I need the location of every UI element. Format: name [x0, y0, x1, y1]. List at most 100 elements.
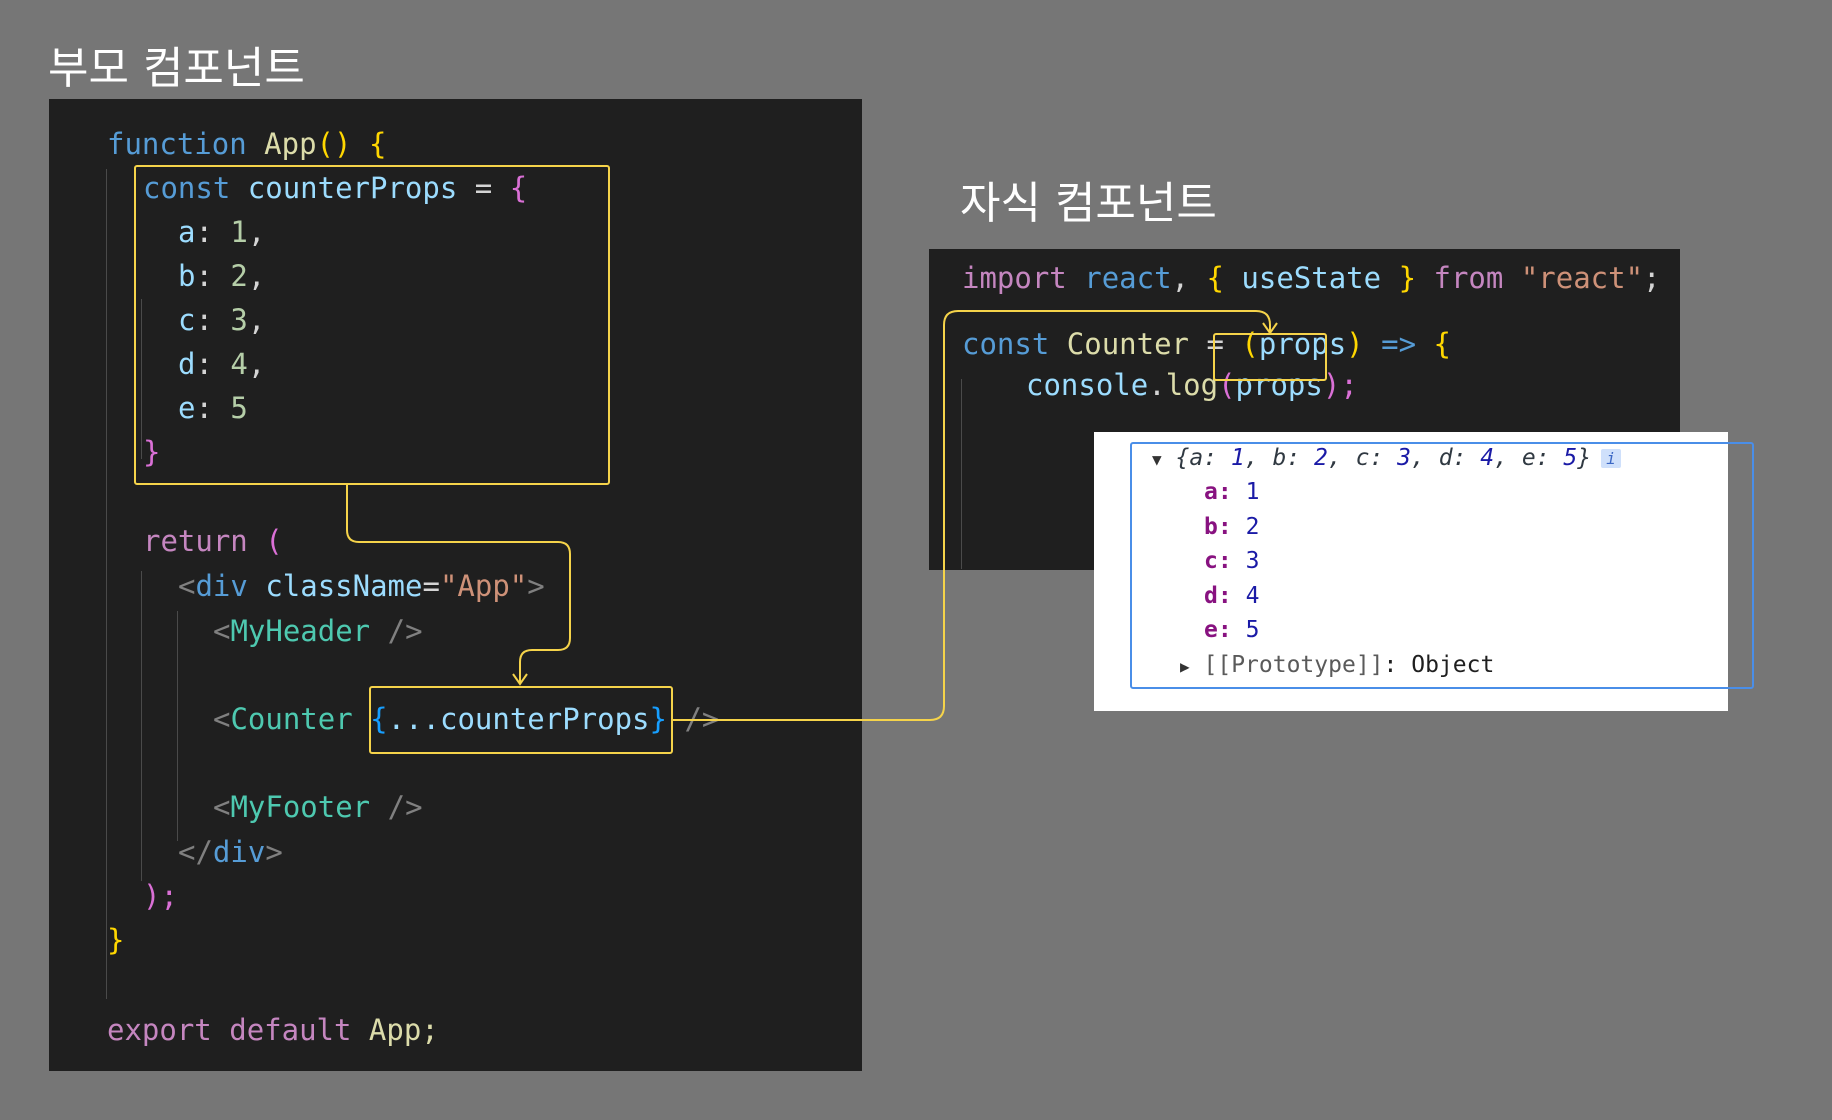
function-name-counter: Counter [1066, 327, 1189, 361]
triangle-down-icon[interactable]: ▼ [1152, 450, 1162, 469]
prop-separator: , [247, 259, 266, 293]
tag-bracket: < [213, 790, 231, 824]
tag-myheader: MyHeader [230, 614, 371, 648]
code-line-prop-d: d: 4, [178, 347, 266, 381]
object-brace-close: } [143, 435, 161, 469]
prop-separator: , [247, 347, 266, 381]
parent-component-title: 부모 컴포넌트 [48, 43, 305, 94]
console-object: console [1026, 368, 1149, 402]
prop-separator: , [247, 215, 266, 249]
import-brace-close: } [1398, 261, 1417, 295]
counterprops-highlight-box [134, 165, 610, 485]
code-line-import: import react, { useState } from "react"; [962, 256, 1661, 300]
console-entry-d: d: 4 [1204, 583, 1260, 609]
spread-highlight-box [369, 686, 673, 754]
code-line-myheader: <MyHeader /> [213, 609, 423, 653]
code-line-prop-a: a: 1, [178, 215, 266, 249]
code-line-const-counter: const Counter = (props) => { [962, 327, 1451, 361]
indent-guide [106, 169, 107, 999]
keyword-function: function [107, 127, 247, 161]
console-prototype-line[interactable]: ▶ [[Prototype]]: Object [1180, 652, 1495, 678]
code-line-counter: <Counter {...counterProps} /> [213, 697, 719, 741]
tag-div-close: div [212, 835, 266, 869]
prop-value: 1 [230, 215, 248, 249]
keyword-const: const [962, 327, 1050, 361]
code-line-console-log: console.log(props); [1026, 368, 1358, 402]
prop-value: 2 [230, 259, 248, 293]
code-line-return: return ( [143, 519, 283, 563]
attr-value-app: "App" [439, 569, 528, 603]
code-line-div-close: </div> [178, 830, 283, 874]
code-line-myfooter: <MyFooter /> [213, 785, 423, 829]
tag-div: div [195, 569, 248, 603]
prop-key: d [178, 347, 196, 381]
body-brace-open: { [1433, 327, 1451, 361]
console-entry-b: b: 2 [1204, 514, 1260, 540]
code-line-prop-c: c: 3, [178, 303, 266, 337]
object-brace-open: { [509, 171, 528, 205]
call-paren-close: ); [1322, 368, 1358, 402]
jsx-brace-close: } [649, 702, 667, 736]
function-brace-close: } [107, 923, 125, 957]
jsx-brace-open: { [370, 702, 388, 736]
arrowhead-props [1262, 322, 1278, 335]
prototype-value: Object [1411, 652, 1495, 678]
prop-key: a [178, 215, 196, 249]
param-props: props [1258, 327, 1347, 361]
prop-key: b [178, 259, 196, 293]
call-paren-open: ( [1218, 368, 1236, 402]
code-line-export: export default App; [107, 1008, 439, 1052]
indent-guide [141, 571, 142, 881]
code-line-return-close: ); [143, 874, 178, 918]
tag-bracket: </ [178, 835, 213, 869]
prop-value: 3 [230, 303, 248, 337]
keyword-default: default [229, 1013, 352, 1047]
tag-myfooter: MyFooter [230, 790, 371, 824]
console-entry-c: c: 3 [1204, 548, 1260, 574]
console-object-highlight-box [1130, 442, 1754, 689]
code-line-div-open: <div className="App"> [178, 569, 545, 603]
tag-self-close: /> [370, 790, 423, 824]
module-react: react [1084, 261, 1172, 295]
code-line-prop-b: b: 2, [178, 259, 266, 293]
parent-code-panel: function App() { const counterProps = { … [49, 99, 862, 1071]
console-summary-line[interactable]: ▼ {a: 1, b: 2, c: 3, d: 4, e: 5}i [1152, 445, 1621, 471]
param-paren-open: ( [1241, 327, 1259, 361]
child-component-title: 자식 컴포넌트 [960, 178, 1217, 229]
keyword-return: return [143, 524, 248, 558]
console-entry-a: a: 1 [1204, 479, 1260, 505]
indent-guide [141, 299, 142, 459]
semicolon: ; [1643, 261, 1661, 295]
paren-open: ( [265, 524, 283, 558]
code-line-function-app: function App() { [107, 122, 386, 166]
triangle-right-icon[interactable]: ▶ [1180, 657, 1190, 676]
function-name-app: App [264, 127, 317, 161]
import-brace-open: { [1206, 261, 1224, 295]
arrow: => [1381, 327, 1417, 361]
tag-bracket: < [178, 569, 196, 603]
prop-separator: , [247, 303, 266, 337]
code-line-object-close: } [143, 430, 160, 474]
prop-key: c [178, 303, 196, 337]
arrowhead-spread [512, 673, 528, 686]
tag-counter: Counter [230, 702, 353, 736]
paren-close-semi: ); [143, 879, 178, 913]
spread-counterprops: ...counterProps [387, 702, 650, 736]
prop-key: e [178, 391, 196, 425]
variable-counterprops: counterProps [247, 171, 458, 205]
code-line-function-close: } [107, 918, 124, 962]
tag-self-close: /> [370, 614, 423, 648]
arrow-spread-to-props [673, 310, 1271, 721]
console-output-panel: ▼ {a: 1, b: 2, c: 3, d: 4, e: 5}i a: 1 b… [1094, 432, 1754, 711]
keyword-import: import [962, 261, 1067, 295]
tag-bracket: > [527, 569, 545, 603]
info-badge-icon[interactable]: i [1601, 449, 1621, 468]
console-entry-e: e: 5 [1204, 617, 1260, 643]
brace-open: { [368, 127, 387, 161]
arrow-counterprops-to-spread [346, 485, 571, 683]
code-line-const-counterprops: const counterProps = { [143, 166, 527, 210]
tag-bracket: < [213, 614, 231, 648]
indent-guide [177, 611, 178, 841]
code-line-prop-e: e: 5 [178, 391, 248, 425]
